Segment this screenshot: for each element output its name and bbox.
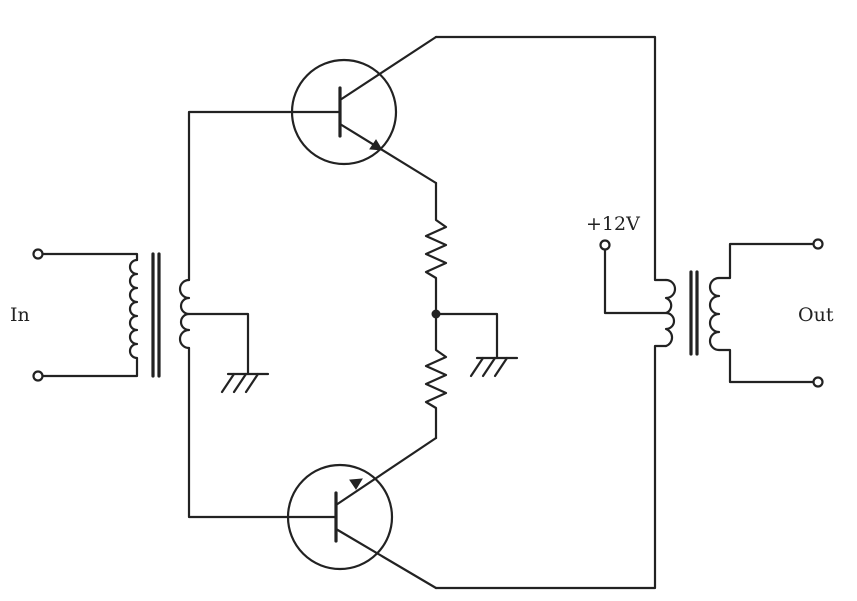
lower-transistor-collector <box>334 527 438 590</box>
upper-transistor-emitter-arrow <box>369 139 383 151</box>
lower-transistor-envelope <box>286 463 394 571</box>
output-transformer <box>664 270 721 356</box>
lower-transistor-emitter-arrow <box>349 478 363 490</box>
upper-resistor <box>424 181 448 316</box>
upper-transistor-collector <box>338 35 438 102</box>
supply-terminal <box>599 239 611 251</box>
supply-label: +12V <box>586 213 640 235</box>
wire-center-tap <box>187 312 250 376</box>
upper-transistor <box>290 35 438 185</box>
lower-transistor <box>286 436 438 590</box>
output-label: Out <box>798 304 834 326</box>
input-ground-symbol <box>220 372 270 394</box>
resistor-ground-symbol <box>469 356 519 378</box>
output-primary-coil <box>664 278 677 348</box>
output-secondary-coil <box>708 276 721 352</box>
input-primary-coil <box>128 258 139 364</box>
wire-supply <box>603 248 668 315</box>
wire-upper-base <box>187 110 342 282</box>
wire-resistor-ground <box>434 312 499 360</box>
input-terminals <box>32 248 139 382</box>
lower-resistor <box>424 312 448 440</box>
input-terminal-bottom <box>32 370 44 382</box>
wire-upper-collector <box>434 35 668 282</box>
output-terminal-top <box>812 238 824 250</box>
output-terminals <box>717 238 824 388</box>
wire-lower-collector <box>434 344 668 590</box>
upper-transistor-emitter <box>338 122 438 185</box>
input-terminal-top <box>32 248 44 260</box>
upper-transistor-envelope <box>290 58 398 166</box>
input-transformer <box>128 252 191 378</box>
output-terminal-bottom <box>812 376 824 388</box>
lower-transistor-emitter <box>334 436 438 507</box>
input-label: In <box>10 304 30 326</box>
input-secondary-coil <box>178 278 191 350</box>
